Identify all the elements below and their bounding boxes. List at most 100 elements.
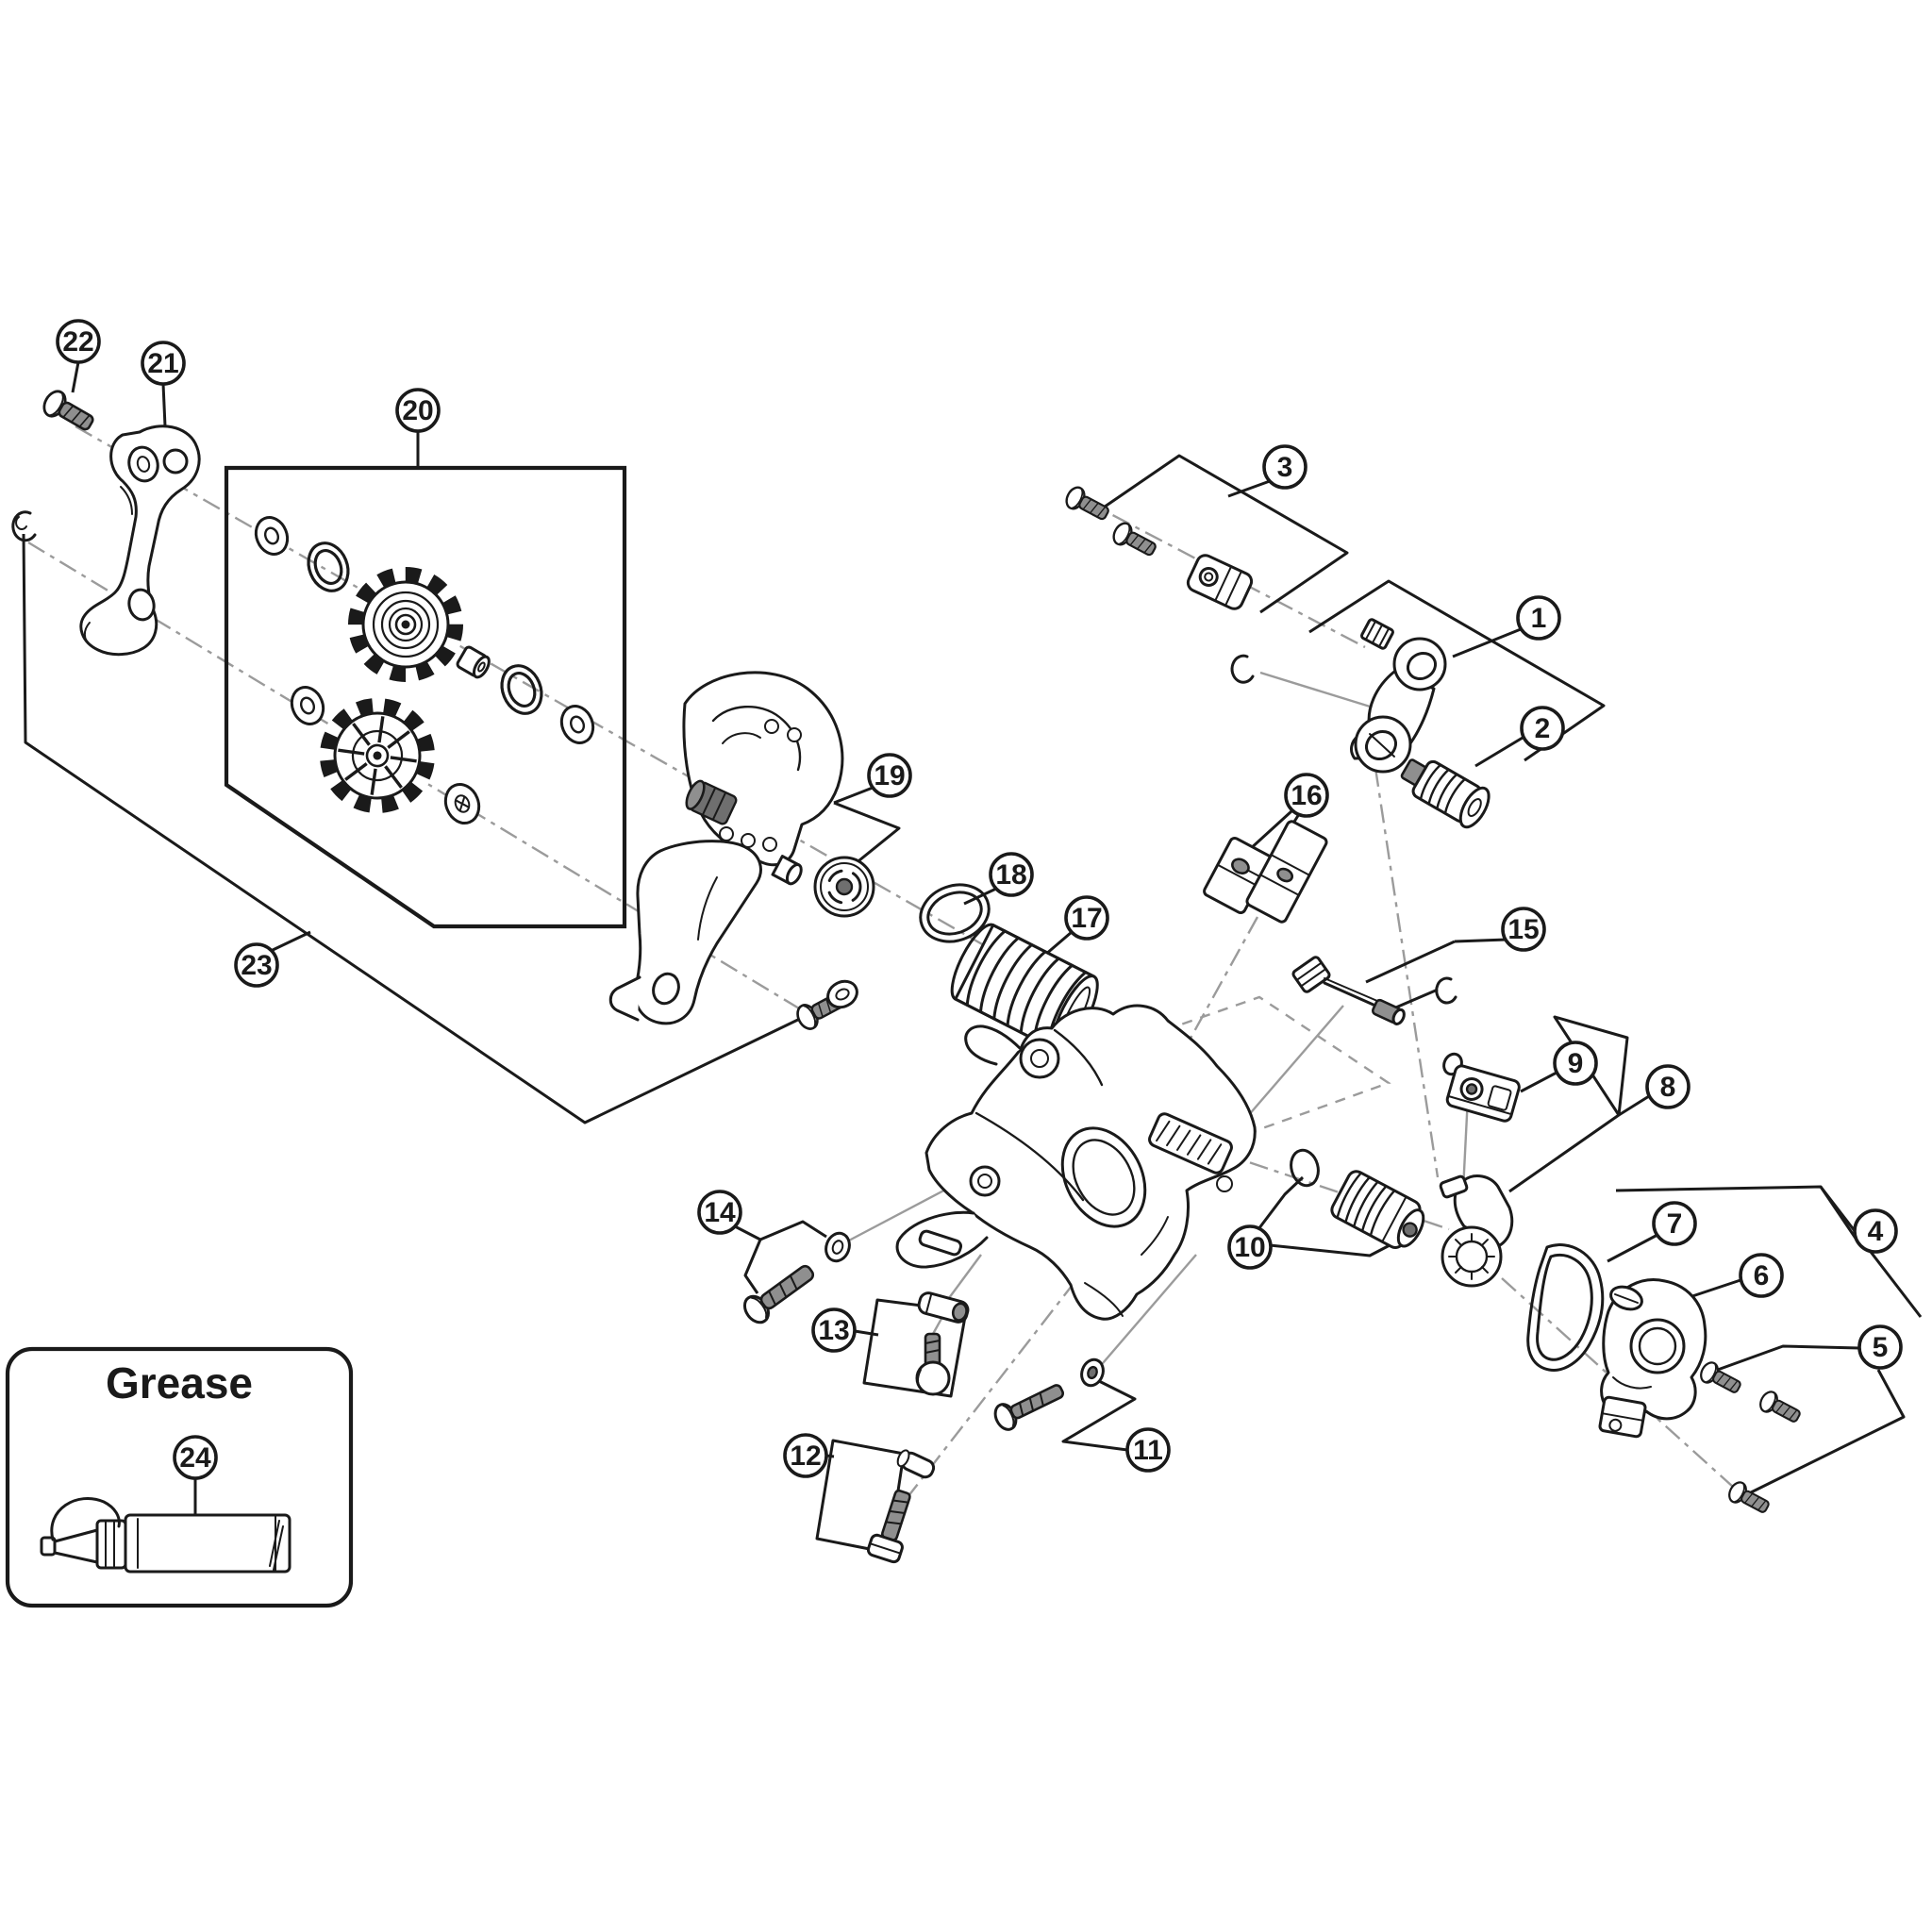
- svg-text:24: 24: [179, 1442, 211, 1474]
- c-clip-15: [1435, 976, 1457, 1005]
- e-clip-23: [11, 510, 37, 542]
- upper-pulley: [347, 566, 464, 683]
- svg-text:12: 12: [790, 1441, 821, 1472]
- lower-pulley: [311, 690, 443, 822]
- washer-11: [1080, 1357, 1105, 1388]
- leader-23-polyline: [22, 533, 805, 1124]
- bracket-11: [1061, 1375, 1137, 1452]
- callout-7: 7: [1652, 1201, 1697, 1246]
- svg-text:20: 20: [402, 395, 433, 426]
- cage-bushing: [771, 855, 803, 886]
- callout-1: 1: [1516, 595, 1561, 641]
- callout-22: 22: [56, 319, 101, 364]
- svg-text:16: 16: [1291, 780, 1322, 811]
- bolt-14: [742, 1264, 815, 1324]
- cage-plate-cover-19: [682, 671, 844, 867]
- leader-1: [1452, 627, 1522, 658]
- pulley-assembly-20: [249, 510, 600, 827]
- mount-screw-3a: [1061, 483, 1113, 526]
- callout-23: 23: [234, 942, 279, 988]
- body-grip-pad: [1148, 1112, 1233, 1174]
- svg-text:17: 17: [1071, 903, 1102, 934]
- pulley-washer-a: [249, 510, 294, 561]
- leader-17: [1044, 930, 1073, 957]
- o-ring-10: [1290, 1148, 1320, 1188]
- cable-guide-13: [917, 1291, 970, 1324]
- leader-22: [71, 361, 80, 393]
- plate-screw-22: [38, 386, 99, 438]
- callout-14: 14: [697, 1190, 742, 1235]
- outer-plate-21: [79, 425, 201, 657]
- pulley-group-box-20: [224, 465, 627, 929]
- leader-7: [1607, 1233, 1658, 1263]
- spring-barrel-10: [1330, 1170, 1425, 1250]
- cover-unit-4: [1598, 1278, 1707, 1439]
- callout-11: 11: [1125, 1427, 1171, 1473]
- svg-text:6: 6: [1754, 1260, 1770, 1291]
- grease-box-title: Grease: [106, 1358, 253, 1407]
- guide-blocks-body: [1157, 916, 1259, 1097]
- group-boxes: [224, 465, 627, 929]
- guide-body-washer11: [1096, 1254, 1197, 1371]
- callout-24: 24: [173, 1435, 218, 1480]
- svg-text:4: 4: [1868, 1216, 1884, 1247]
- callout-17: 17: [1064, 895, 1109, 941]
- svg-text:8: 8: [1660, 1072, 1676, 1103]
- bracket-5b: [1742, 1369, 1906, 1498]
- cover-screw-5b: [1756, 1388, 1805, 1428]
- leader-lines: [22, 361, 1923, 1555]
- callout-12: 12: [783, 1433, 828, 1478]
- svg-text:5: 5: [1873, 1332, 1889, 1363]
- callout-9: 9: [1553, 1041, 1598, 1086]
- bracket-3: [1091, 454, 1349, 614]
- pulley-bushing: [456, 645, 491, 679]
- leader-19: [833, 786, 874, 805]
- svg-text:15: 15: [1507, 914, 1539, 945]
- spring-cover-disc: [813, 856, 875, 918]
- inner-plate: [608, 840, 762, 1025]
- guide-body-spacer: [897, 1280, 1076, 1510]
- svg-text:1: 1: [1531, 603, 1547, 634]
- axis-pulley-upper: [75, 425, 1097, 1011]
- callout-10: 10: [1227, 1224, 1273, 1270]
- link-1: [1350, 618, 1447, 774]
- callout-3: 3: [1262, 444, 1307, 490]
- pulley-ring-a: [300, 535, 357, 599]
- cover-clamp: [1598, 1395, 1647, 1439]
- callout-21: 21: [141, 341, 186, 386]
- e-clip-23-inner: [15, 516, 27, 530]
- adjust-bolt-15: [1291, 956, 1406, 1025]
- axis-link-lever: [1374, 767, 1440, 1178]
- svg-text:11: 11: [1133, 1435, 1163, 1466]
- leader-15: [1454, 938, 1507, 943]
- svg-text:21: 21: [147, 348, 178, 379]
- spacer-block-16b: [1245, 820, 1328, 924]
- svg-text:18: 18: [995, 859, 1026, 891]
- callout-15: 15: [1501, 907, 1546, 952]
- leader-9: [1520, 1071, 1557, 1093]
- washer-14: [824, 1231, 851, 1263]
- leader-21: [161, 383, 167, 427]
- assembly-axes: [27, 425, 1744, 1510]
- pulley-washer-d: [443, 783, 481, 824]
- svg-text:10: 10: [1234, 1232, 1265, 1263]
- svg-text:14: 14: [704, 1197, 736, 1228]
- leader-13: [854, 1329, 879, 1337]
- bracket-15b: [1391, 988, 1439, 1011]
- callout-6: 6: [1739, 1253, 1784, 1298]
- leader-3: [1227, 479, 1271, 498]
- callouts: 1 2 3 4 5 6 7 8 9 10 11 12 13 14 15 16 1…: [56, 319, 1903, 1515]
- barrel-adjuster-2: [1400, 758, 1491, 829]
- bolt-12: [866, 1489, 911, 1564]
- axis-spring-barrel: [1214, 1149, 1450, 1231]
- bracket-10a: [1257, 1175, 1305, 1230]
- svg-text:19: 19: [874, 760, 905, 791]
- svg-text:2: 2: [1535, 713, 1551, 744]
- guide-guide13-screw: [931, 1316, 944, 1335]
- callout-5: 5: [1857, 1324, 1903, 1370]
- svg-text:7: 7: [1667, 1208, 1683, 1240]
- svg-text:23: 23: [241, 950, 272, 981]
- callout-4: 4: [1853, 1208, 1898, 1254]
- leader-23-stem: [270, 930, 311, 953]
